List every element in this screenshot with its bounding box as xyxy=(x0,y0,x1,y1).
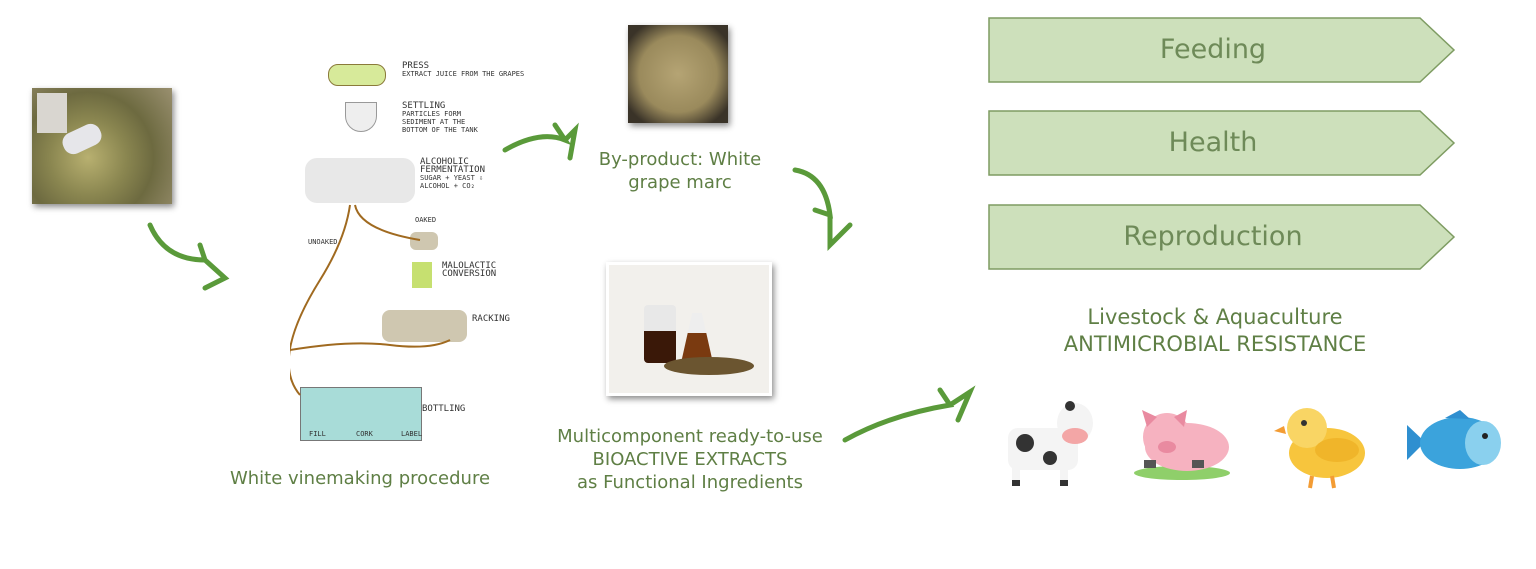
chick-icon xyxy=(1274,408,1365,489)
extracts-photo xyxy=(606,262,772,396)
label-label: LABEL xyxy=(401,430,423,438)
settling-tank xyxy=(345,102,377,132)
extracts-line-2: BIOACTIVE EXTRACTS xyxy=(592,449,788,470)
step-racking: RACKING xyxy=(472,314,510,324)
livestock-line-1: Livestock & Aquaculture xyxy=(1087,305,1343,329)
bottle-dark-extract xyxy=(644,305,676,363)
livestock-line-2: ANTIMICROBIAL RESISTANCE xyxy=(1063,332,1367,356)
winemaking-caption: White vinemaking procedure xyxy=(229,468,491,489)
unoaked-label: UNOAKED xyxy=(308,238,338,246)
step-bottling: BOTTLING xyxy=(422,404,466,414)
livestock-caption: Livestock & Aquaculture ANTIMICROBIAL RE… xyxy=(1030,304,1400,358)
target-label: Feeding xyxy=(1159,34,1267,65)
pig-icon xyxy=(1134,410,1230,480)
fermentation-tanks xyxy=(305,158,415,203)
wine-hoses xyxy=(290,204,451,396)
grape-marc-photo xyxy=(628,25,728,123)
malolactic-tank xyxy=(412,262,432,288)
cow-icon xyxy=(1008,401,1093,486)
grape-seeds xyxy=(664,357,754,375)
byproduct-caption: By-product: White grape marc xyxy=(598,149,762,193)
target-label: Reproduction xyxy=(1123,221,1303,252)
target-label: Health xyxy=(1168,127,1258,158)
extracts-line-1: Multicomponent ready-to-use xyxy=(557,426,823,447)
step-malolactic: MALOLACTIC CONVERSION xyxy=(442,261,497,279)
barrels-stack xyxy=(382,310,467,342)
press-drum xyxy=(328,64,386,86)
arrow-icon xyxy=(147,222,230,291)
fish-icon xyxy=(1407,410,1501,469)
oaked-label: OAKED xyxy=(415,216,437,224)
target-box-reproduction: Reproduction xyxy=(988,204,1458,270)
extracts-line-3: as Functional Ingredients xyxy=(576,472,803,493)
bottling-line: FILL CORK LABEL xyxy=(300,387,422,441)
target-box-feeding: Feeding xyxy=(988,17,1458,83)
fill-label: FILL xyxy=(309,430,326,438)
cork-label: CORK xyxy=(356,430,373,438)
arrow-icon xyxy=(502,122,579,161)
arrow-icon xyxy=(792,167,853,252)
extracts-caption: Multicomponent ready-to-use BIOACTIVE EX… xyxy=(540,425,840,494)
flask-extract xyxy=(681,313,713,363)
barrel xyxy=(410,232,438,250)
target-box-health: Health xyxy=(988,110,1458,176)
arrow-icon xyxy=(842,385,976,443)
grape-harvest-photo xyxy=(32,88,172,204)
